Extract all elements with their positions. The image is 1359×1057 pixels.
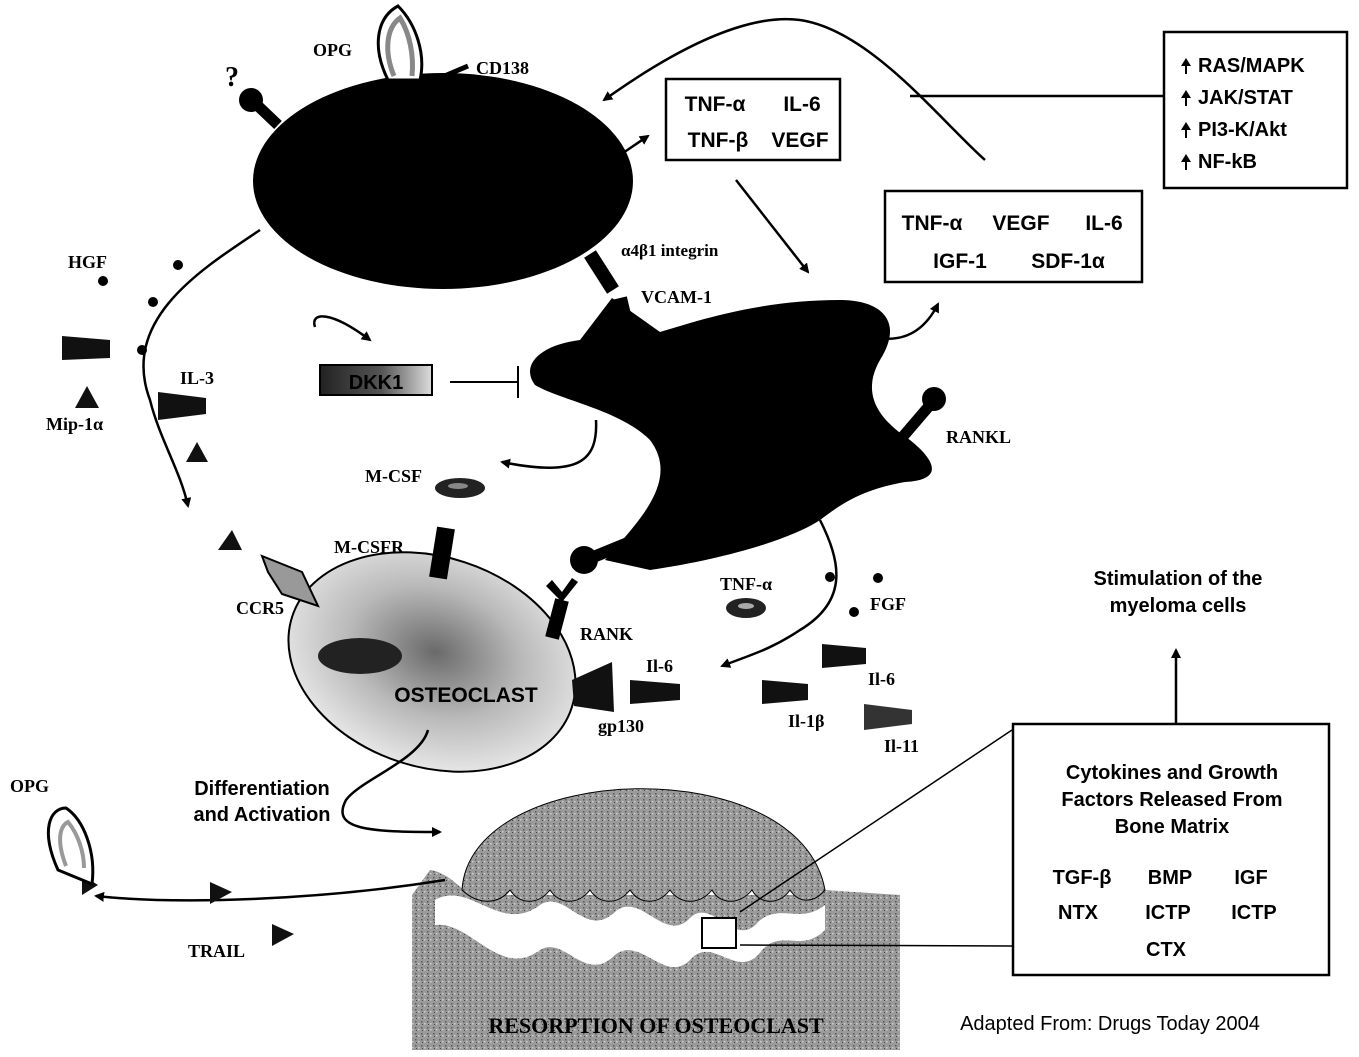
opg-top-shape <box>378 6 421 80</box>
pathway-item-1: RAS/MAPK <box>1181 55 1305 77</box>
rank-stalk <box>552 600 562 638</box>
stimulation-label-2: myeloma cells <box>1110 595 1247 617</box>
credit-label: Adapted From: Drugs Today 2004 <box>960 1013 1260 1035</box>
rankl-label: RANKL <box>946 427 1011 447</box>
vcam1-label: VCAM-1 <box>641 287 712 307</box>
bm-r2-c2: ICTP <box>1145 902 1191 924</box>
il11-label: Il-11 <box>884 736 919 756</box>
osteoclast-label: OSTEOCLAST <box>394 684 538 707</box>
wedge-il11 <box>864 704 912 730</box>
callout-line-top <box>740 730 1012 912</box>
wedge-hgf <box>62 336 110 360</box>
il1b-label: Il-1β <box>788 711 824 731</box>
osteoclast-nucleus <box>318 638 402 674</box>
box1-r2-c1: TNF-β <box>688 129 749 152</box>
rankl-head <box>922 387 946 411</box>
bm-r2-c3: ICTP <box>1231 902 1277 924</box>
bone-matrix-sample-box <box>702 918 736 948</box>
mip1a-label: Mip-1α <box>46 414 103 434</box>
gp130-receptor <box>572 662 614 712</box>
fgf-label: FGF <box>870 594 906 614</box>
il6-a-label: Il-6 <box>646 656 673 676</box>
opg-bottom-shape <box>48 808 92 884</box>
hgf-label: HGF <box>68 252 107 272</box>
callout-line-bottom <box>740 945 1012 946</box>
wedge-il6-a <box>630 680 680 704</box>
wedge-il3 <box>158 392 206 420</box>
mcsfr-label: M-CSFR <box>334 537 405 557</box>
unknown-receptor-label: ? <box>225 62 239 93</box>
bone-label: RESORPTION OF OSTEOCLAST <box>488 1013 824 1038</box>
myeloma-cell <box>239 56 633 290</box>
bm-r1-c1: TGF-β <box>1053 867 1112 889</box>
vcam1-shape <box>620 298 630 340</box>
rank-label: RANK <box>580 624 633 644</box>
differentiation-label-1: Differentiation <box>194 778 330 800</box>
bone-matrix-title-2: Factors Released From <box>1061 789 1282 811</box>
wedge-il1b <box>762 680 808 704</box>
osteoclast-cell <box>260 517 614 808</box>
ccr5-label: CCR5 <box>236 598 284 618</box>
arrow-to-dkk1 <box>314 316 370 340</box>
pathway-label-2: JAK/STAT <box>1198 87 1293 109</box>
unknown-receptor-head <box>239 88 263 112</box>
mcsf-label: M-CSF <box>365 466 422 486</box>
differentiation-label-2: and Activation <box>193 804 330 826</box>
bm-r3-c1: CTX <box>1146 939 1187 961</box>
arrow-to-mcsf <box>502 420 596 468</box>
trail-label: TRAIL <box>188 941 245 961</box>
bone-matrix-title-3: Bone Matrix <box>1115 816 1229 838</box>
pathway-item-2: JAK/STAT <box>1181 87 1293 109</box>
pathway-label-3: PI3-K/Akt <box>1198 119 1287 141</box>
cd138-label: CD138 <box>476 58 529 78</box>
integrin-stalk <box>590 254 613 290</box>
arrow-to-myeloma-cytokines <box>620 136 648 155</box>
rank-cup <box>546 578 578 602</box>
box1-r1-c1: TNF-α <box>685 93 746 116</box>
stromal-rankl-head <box>570 546 598 574</box>
bm-r1-c2: BMP <box>1148 867 1192 889</box>
arrow-to-stromal <box>736 180 808 272</box>
mcsfr-stalk <box>438 528 446 578</box>
box2-r2-c1: IGF-1 <box>933 250 987 273</box>
tnfa-small-label: TNF-α <box>720 574 772 594</box>
il3-label: IL-3 <box>180 368 214 388</box>
il6-b-label: Il-6 <box>868 669 895 689</box>
triangles <box>75 386 294 946</box>
dkk1-label: DKK1 <box>349 372 403 394</box>
rankl-stalk <box>900 405 930 440</box>
arrow-to-opg-bottom <box>96 880 445 900</box>
bm-r2-c1: NTX <box>1058 902 1099 924</box>
pathway-label-4: NF-kB <box>1198 151 1257 173</box>
opg-bottom-label: OPG <box>10 776 49 796</box>
mcsf-molecule-highlight <box>448 483 468 489</box>
box1-r1-c2: IL-6 <box>783 93 820 116</box>
box2-r1-c3: IL-6 <box>1085 212 1122 235</box>
active-osteoclast <box>462 789 825 902</box>
box2-r1-c2: VEGF <box>992 212 1049 235</box>
gp130-label: gp130 <box>598 716 644 736</box>
bone-matrix-title-1: Cytokines and Growth <box>1066 762 1278 784</box>
wedge-il6-b <box>822 644 866 668</box>
integrin-label: α4β1 integrin <box>621 241 719 260</box>
bm-r1-c3: IGF <box>1234 867 1267 889</box>
pathway-label-1: RAS/MAPK <box>1198 55 1305 77</box>
opg-top-label: OPG <box>313 40 352 60</box>
stimulation-label-1: Stimulation of the <box>1094 568 1263 590</box>
box1-r2-c2: VEGF <box>771 129 828 152</box>
tnfa-molecule-highlight <box>738 603 754 609</box>
box2-r2-c2: SDF-1α <box>1031 250 1105 273</box>
box2-r1-c1: TNF-α <box>902 212 963 235</box>
